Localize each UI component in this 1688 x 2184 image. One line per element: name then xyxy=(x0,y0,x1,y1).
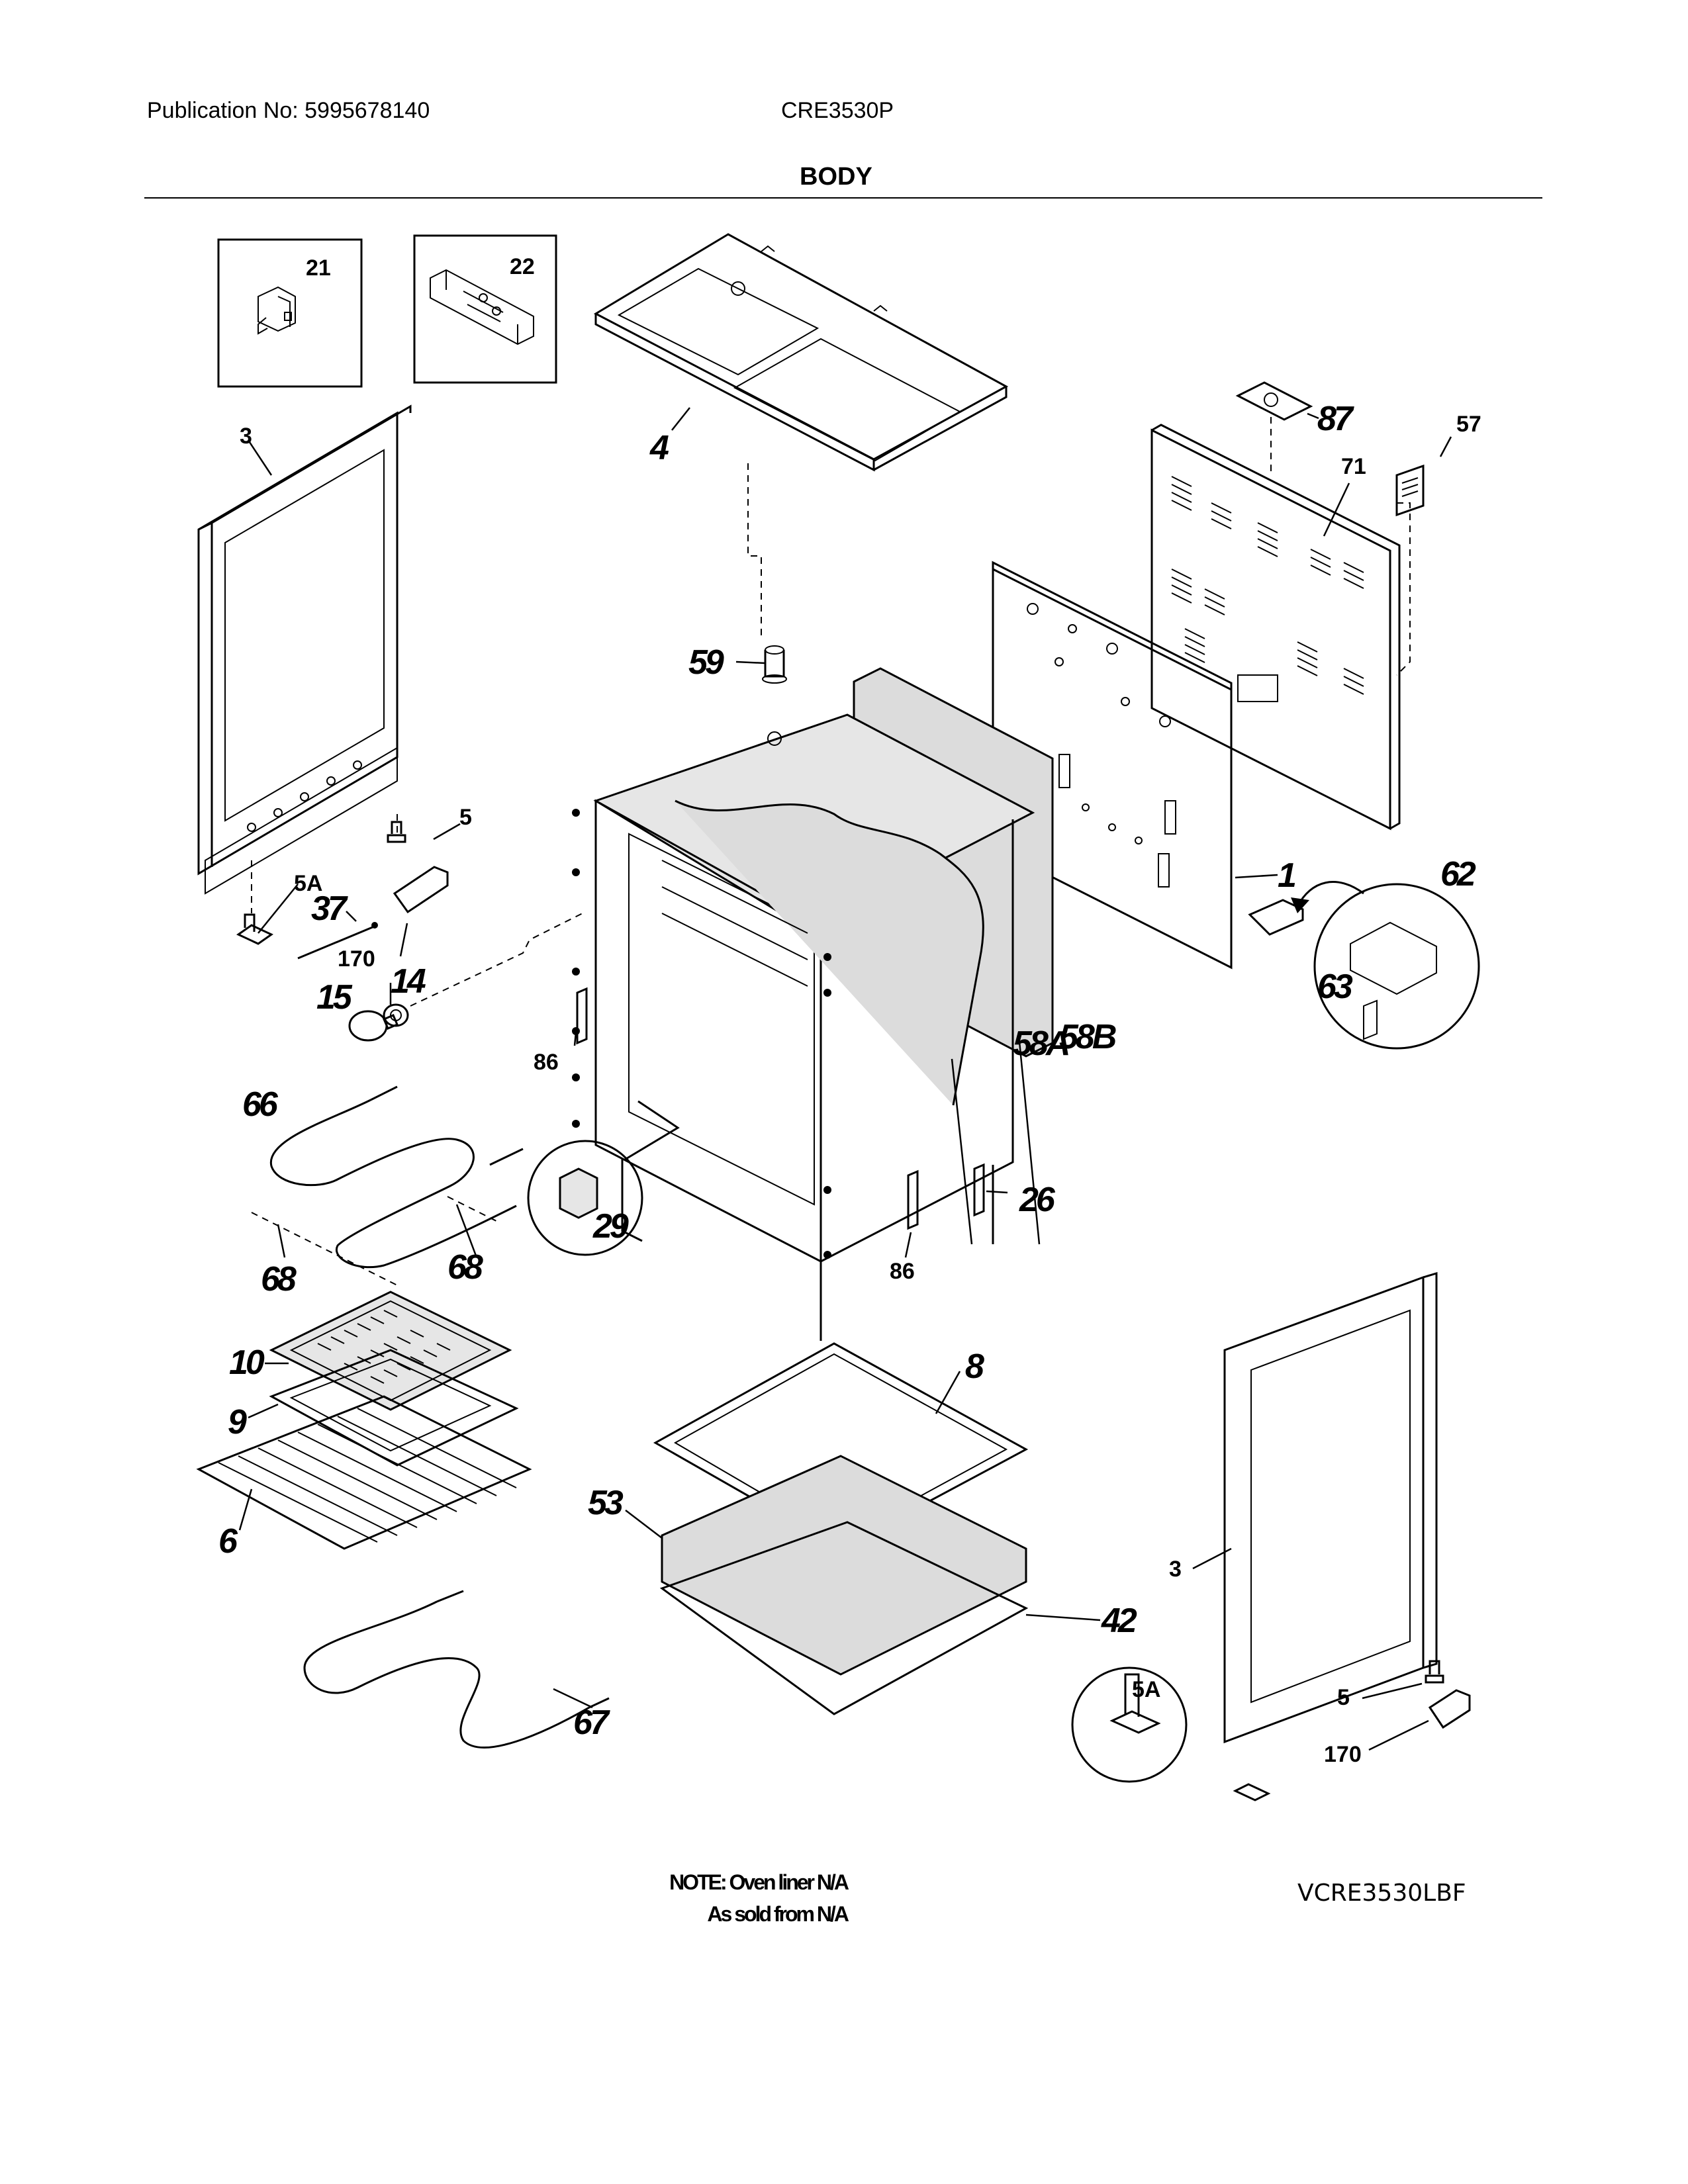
label-87: 87 xyxy=(1317,400,1354,438)
label-63: 63 xyxy=(1317,968,1353,1006)
label-26: 26 xyxy=(1019,1181,1056,1219)
part-21-inset xyxy=(217,238,363,388)
leader-lines xyxy=(238,407,1452,1751)
leader-dashed-14 xyxy=(410,913,583,1007)
footer-note-line-1: NOTE: Oven liner N/A xyxy=(669,1870,849,1894)
label-10: 10 xyxy=(229,1343,265,1382)
leveler-part-5-left xyxy=(387,821,406,843)
leader-dashed-57 xyxy=(1396,502,1411,676)
label-86-lower: 86 xyxy=(890,1259,915,1284)
label-9: 9 xyxy=(228,1403,247,1441)
label-5-left: 5 xyxy=(459,805,472,830)
bracket-part-86-lower xyxy=(907,1169,919,1230)
part-22-inset xyxy=(413,234,557,384)
bracket-part-26 xyxy=(973,1163,985,1217)
label-15: 15 xyxy=(316,978,353,1017)
label-59: 59 xyxy=(688,643,724,682)
label-86-upper: 86 xyxy=(534,1050,559,1075)
leader-dashed-4 xyxy=(747,463,762,635)
hinge-bracket-part-170-right xyxy=(1428,1689,1471,1729)
label-37: 37 xyxy=(311,889,348,928)
oven-cavity-body xyxy=(593,713,1035,1341)
leveler-leg-part-5a-inset xyxy=(1071,1666,1271,1801)
drawing-code: VCRE3530LBF xyxy=(1297,1880,1466,1907)
label-1: 1 xyxy=(1278,856,1295,895)
rear-panel-part-71 xyxy=(1150,424,1401,831)
label-58b: 58B xyxy=(1059,1018,1116,1056)
broil-element-part-66 xyxy=(269,1085,524,1269)
left-side-panel-part-3 xyxy=(197,404,412,895)
label-67: 67 xyxy=(573,1704,610,1742)
label-62: 62 xyxy=(1440,855,1476,893)
label-4: 4 xyxy=(649,429,669,467)
top-plate-part-87 xyxy=(1235,381,1313,421)
label-8: 8 xyxy=(965,1347,984,1386)
label-170-left: 170 xyxy=(338,946,375,972)
label-5-right: 5 xyxy=(1337,1685,1350,1710)
support-post-part-59 xyxy=(762,645,787,684)
cover-part-57 xyxy=(1395,464,1425,517)
leader-dashed-left xyxy=(251,814,398,913)
oven-rack-part-6 xyxy=(196,1395,532,1550)
label-21: 21 xyxy=(306,255,331,281)
terminal-block-part-62 xyxy=(1248,881,1480,1050)
label-68-right: 68 xyxy=(447,1248,483,1287)
leveler-leg-part-5a-left xyxy=(236,913,273,945)
label-68-left: 68 xyxy=(261,1260,297,1298)
bracket-part-86-upper xyxy=(576,987,588,1045)
label-5a-left: 5A xyxy=(294,871,322,896)
label-5a-right: 5A xyxy=(1132,1677,1160,1702)
label-42: 42 xyxy=(1101,1602,1137,1640)
bottom-tray-part-42 xyxy=(659,1521,1029,1715)
label-58a: 58A xyxy=(1013,1024,1068,1063)
publication-number: Publication No: 5995678140 xyxy=(147,98,430,123)
label-22: 22 xyxy=(510,254,535,279)
label-170-right: 170 xyxy=(1324,1742,1362,1767)
bracket-part-29-inset xyxy=(527,1100,680,1256)
leveler-part-5-right xyxy=(1425,1660,1444,1684)
footer-note: NOTE: Oven liner N/A As sold from N/A xyxy=(609,1866,849,1930)
insulation-part-53 xyxy=(661,1455,1027,1676)
wire-part-37 xyxy=(297,922,378,960)
label-29: 29 xyxy=(592,1207,629,1246)
label-57: 57 xyxy=(1456,412,1481,437)
lamp-socket-part-14 xyxy=(383,1003,409,1027)
cavity-mounting-screws xyxy=(572,809,831,1259)
section-title: BODY xyxy=(800,163,872,191)
right-side-panel-part-3 xyxy=(1223,1271,1438,1744)
label-14: 14 xyxy=(391,962,426,1001)
header-divider xyxy=(144,197,1542,199)
bake-element-part-67 xyxy=(303,1590,610,1749)
label-3-left: 3 xyxy=(240,424,252,449)
label-6: 6 xyxy=(218,1522,238,1561)
label-53: 53 xyxy=(588,1484,624,1522)
footer-note-line-2: As sold from N/A xyxy=(707,1902,849,1926)
top-panel-part-4 xyxy=(593,233,1009,472)
label-66: 66 xyxy=(242,1085,279,1124)
label-3-right: 3 xyxy=(1169,1557,1182,1582)
leader-dashed-68 xyxy=(251,1196,501,1286)
hinge-bracket-part-170-left xyxy=(393,866,449,914)
model-number: CRE3530P xyxy=(781,98,894,123)
label-71: 71 xyxy=(1341,454,1366,479)
